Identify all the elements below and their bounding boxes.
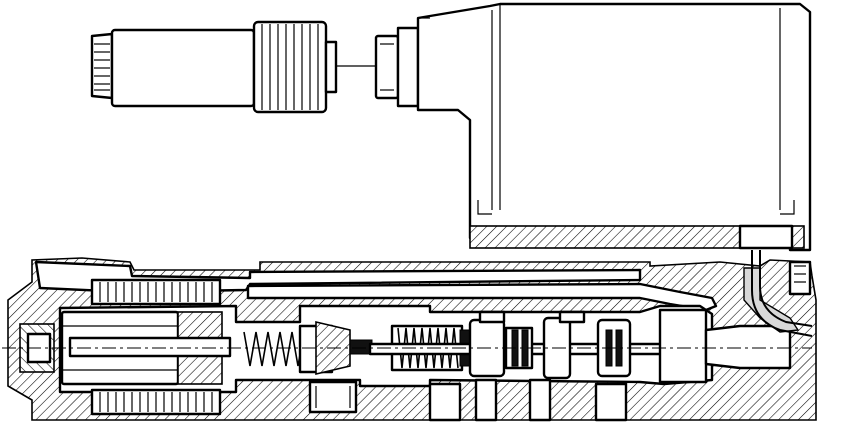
pilot-spring — [243, 320, 373, 376]
electronics-housing — [416, 2, 812, 252]
spool — [368, 310, 672, 422]
plug-connector — [90, 20, 338, 114]
position-transducer-right — [658, 250, 813, 384]
solenoid-coil-left — [19, 278, 222, 416]
socket-connector — [374, 26, 420, 108]
pilot-chamber-lower — [308, 380, 358, 414]
